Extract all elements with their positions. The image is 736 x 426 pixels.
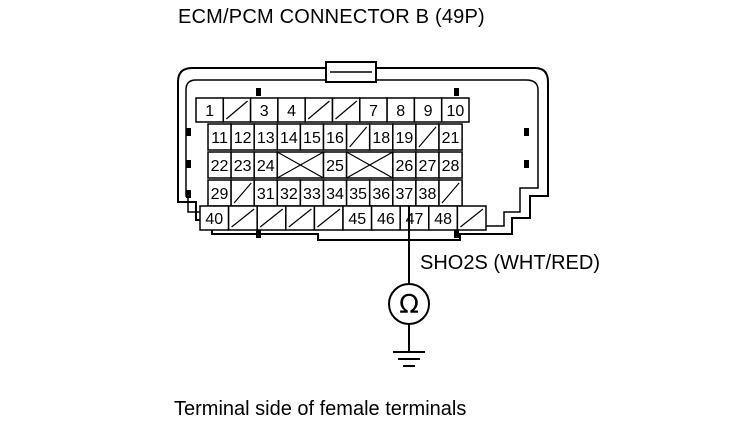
- pin-label-35: 35: [349, 186, 367, 203]
- pin-label-32: 32: [280, 186, 298, 203]
- key-mark: [256, 230, 261, 238]
- pin-label-25: 25: [326, 158, 344, 175]
- pin-label-23: 23: [234, 158, 252, 175]
- pin-label-9: 9: [424, 103, 433, 120]
- blank-slash-line: [231, 208, 255, 228]
- pin-label-7: 7: [369, 103, 378, 120]
- pin-cell-45: [342, 205, 373, 231]
- blank-slash-line: [307, 100, 330, 120]
- key-mark: [186, 160, 191, 168]
- pin-cell-48: [428, 205, 459, 231]
- diagram-caption: Terminal side of female terminals: [174, 398, 467, 420]
- pin-label-48: 48: [434, 211, 452, 228]
- wire-label: SHO2S (WHT/RED): [420, 252, 600, 274]
- pin-cell-7: [359, 97, 388, 123]
- pin-label-18: 18: [372, 130, 390, 147]
- diagram-title: ECM/PCM CONNECTOR B (49P): [178, 6, 485, 28]
- pin-label-47: 47: [406, 211, 424, 228]
- pin-label-1: 1: [205, 103, 214, 120]
- pin-label-11: 11: [211, 130, 228, 147]
- key-mark: [186, 128, 191, 136]
- key-mark: [524, 128, 529, 136]
- pin-label-33: 33: [303, 186, 321, 203]
- blank-slash-line: [288, 208, 312, 228]
- pin-cell-28: [438, 151, 463, 179]
- pin-label-12: 12: [234, 130, 252, 147]
- pin-label-13: 13: [257, 130, 275, 147]
- pin-label-26: 26: [395, 158, 413, 175]
- pin-label-22: 22: [211, 158, 229, 175]
- blank-slash-line: [349, 126, 368, 148]
- pin-label-38: 38: [419, 186, 437, 203]
- pin-cell-3: [249, 97, 279, 123]
- pin-label-40: 40: [205, 211, 223, 228]
- key-mark: [256, 88, 261, 96]
- blank-cross-line: [277, 151, 324, 179]
- pin-label-10: 10: [446, 103, 464, 120]
- blank-cross-line: [346, 151, 394, 179]
- blank-slash-line: [418, 126, 437, 148]
- blank-slash-line: [441, 182, 460, 204]
- pin-label-29: 29: [211, 186, 229, 203]
- pin-label-34: 34: [326, 186, 344, 203]
- pin-label-8: 8: [396, 103, 405, 120]
- pin-label-37: 37: [395, 186, 413, 203]
- blank-slash-line: [259, 208, 284, 228]
- pin-label-3: 3: [260, 103, 269, 120]
- blank-slash-line: [460, 208, 484, 228]
- pin-cell-46: [370, 205, 401, 231]
- pin-label-15: 15: [303, 130, 321, 147]
- pin-label-28: 28: [442, 158, 460, 175]
- pin-label-16: 16: [326, 130, 344, 147]
- blank-slash-line: [233, 182, 252, 204]
- pin-label-4: 4: [287, 103, 296, 120]
- key-mark: [524, 160, 529, 168]
- pin-label-36: 36: [372, 186, 390, 203]
- pin-cell-10: [440, 97, 470, 123]
- pin-cell-9: [413, 97, 443, 123]
- ohm-symbol: Ω: [399, 290, 419, 320]
- connector-housing: [177, 67, 549, 241]
- pin-label-24: 24: [257, 158, 275, 175]
- key-mark: [186, 190, 191, 198]
- ohmmeter-icon: Ω: [388, 283, 430, 325]
- pin-label-27: 27: [419, 158, 437, 175]
- pin-label-45: 45: [348, 211, 366, 228]
- pin-label-14: 14: [280, 130, 298, 147]
- key-mark: [454, 230, 459, 238]
- pin-label-31: 31: [257, 186, 275, 203]
- pin-label-19: 19: [395, 130, 413, 147]
- pin-cell-40: [199, 205, 230, 231]
- key-mark: [454, 88, 459, 96]
- blank-slash-line: [225, 100, 248, 120]
- pin-cell-21: [438, 123, 463, 151]
- pin-label-46: 46: [377, 211, 395, 228]
- blank-slash-line: [317, 208, 341, 228]
- pin-label-21: 21: [442, 130, 460, 147]
- ground-icon: [393, 351, 425, 367]
- blank-slash-line: [335, 100, 358, 120]
